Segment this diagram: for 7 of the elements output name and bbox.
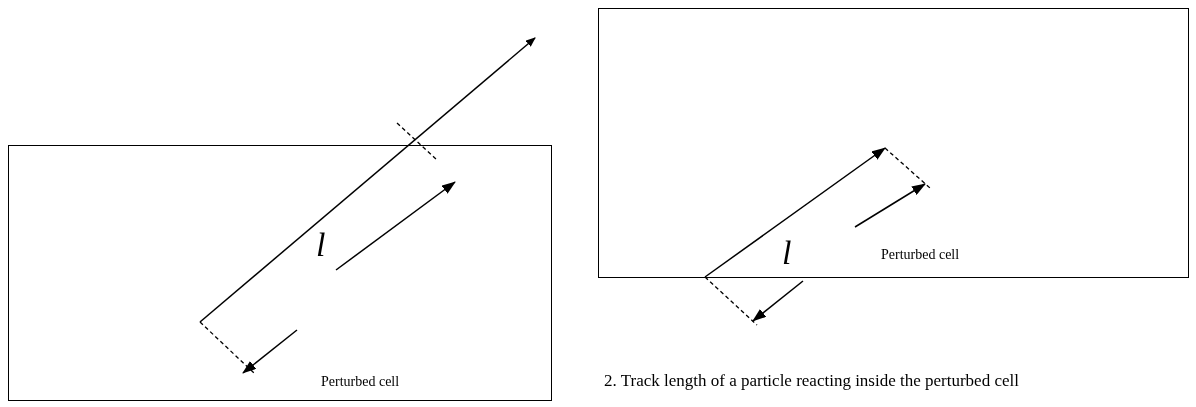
length-symbol: l (316, 228, 326, 262)
cell-label: Perturbed cell (881, 247, 960, 263)
length-symbol: l (782, 236, 792, 270)
cell-label: Perturbed cell (321, 374, 400, 390)
caption-text: 2. Track length of a particle reacting inside the perturbed cell (604, 371, 1019, 391)
cell-box (8, 145, 552, 401)
cell-box (598, 8, 1189, 278)
